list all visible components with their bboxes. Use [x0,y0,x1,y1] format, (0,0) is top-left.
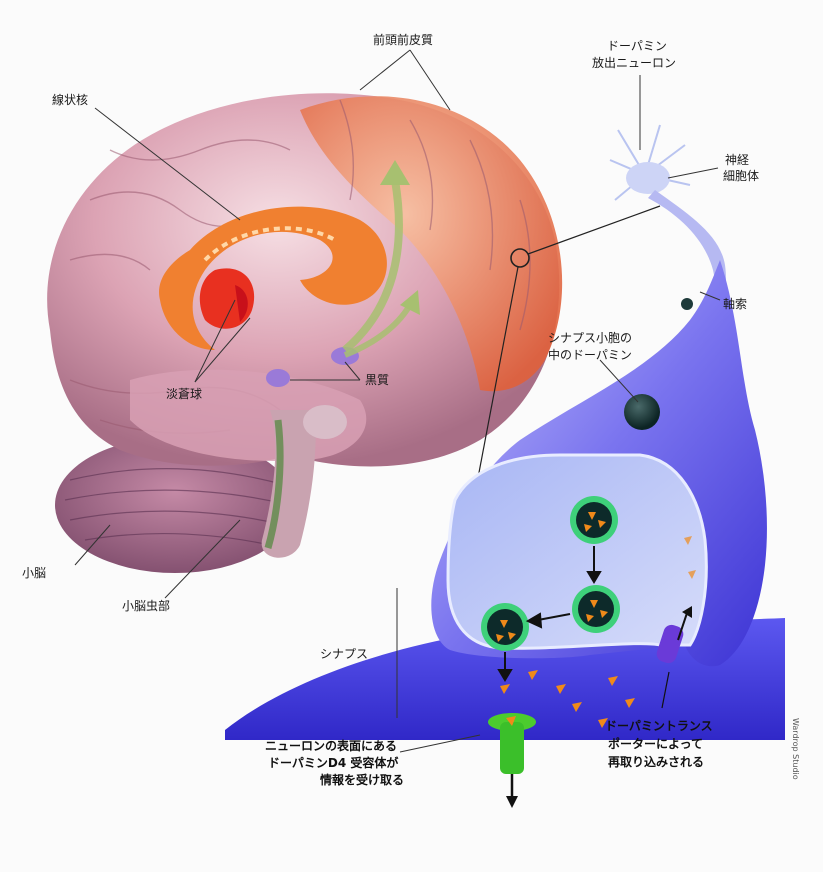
neuron-cell-body [626,162,670,194]
label-receptor-3: 情報を受け取る [320,772,404,788]
label-transporter-3: 再取り込みされる [608,754,704,770]
label-substantia-nigra: 黒質 [365,372,389,388]
label-transporter-2: ポーターによって [608,736,703,752]
label-vesicle-1: シナプス小胞の [548,330,632,346]
label-synapse: シナプス [320,646,368,662]
label-transporter-1: ドーパミントランス [605,718,713,734]
label-cell-body-1: 神経 [725,152,749,168]
label-receptor-1: ニューロンの表面にある [265,738,397,754]
label-cell-body-2: 細胞体 [723,168,759,184]
label-globus-pallidus: 淡蒼球 [166,386,202,402]
label-striatum: 線状核 [52,92,88,108]
label-cerebellar-vermis: 小脳虫部 [122,598,170,614]
label-cerebellum: 小脳 [22,565,46,581]
label-dopamine-neuron-2: 放出ニューロン [592,55,676,71]
label-axon: 軸索 [723,296,747,312]
d4-receptor [488,713,536,808]
label-prefrontal-cortex: 前頭前皮質 [373,32,433,48]
label-dopamine-neuron-1: ドーパミン [607,38,667,54]
label-vesicle-2: 中のドーパミン [548,347,632,363]
label-receptor-2: ドーパミンD4 受容体が [268,755,398,771]
artist-credit: Wardrop Studio [791,718,800,780]
